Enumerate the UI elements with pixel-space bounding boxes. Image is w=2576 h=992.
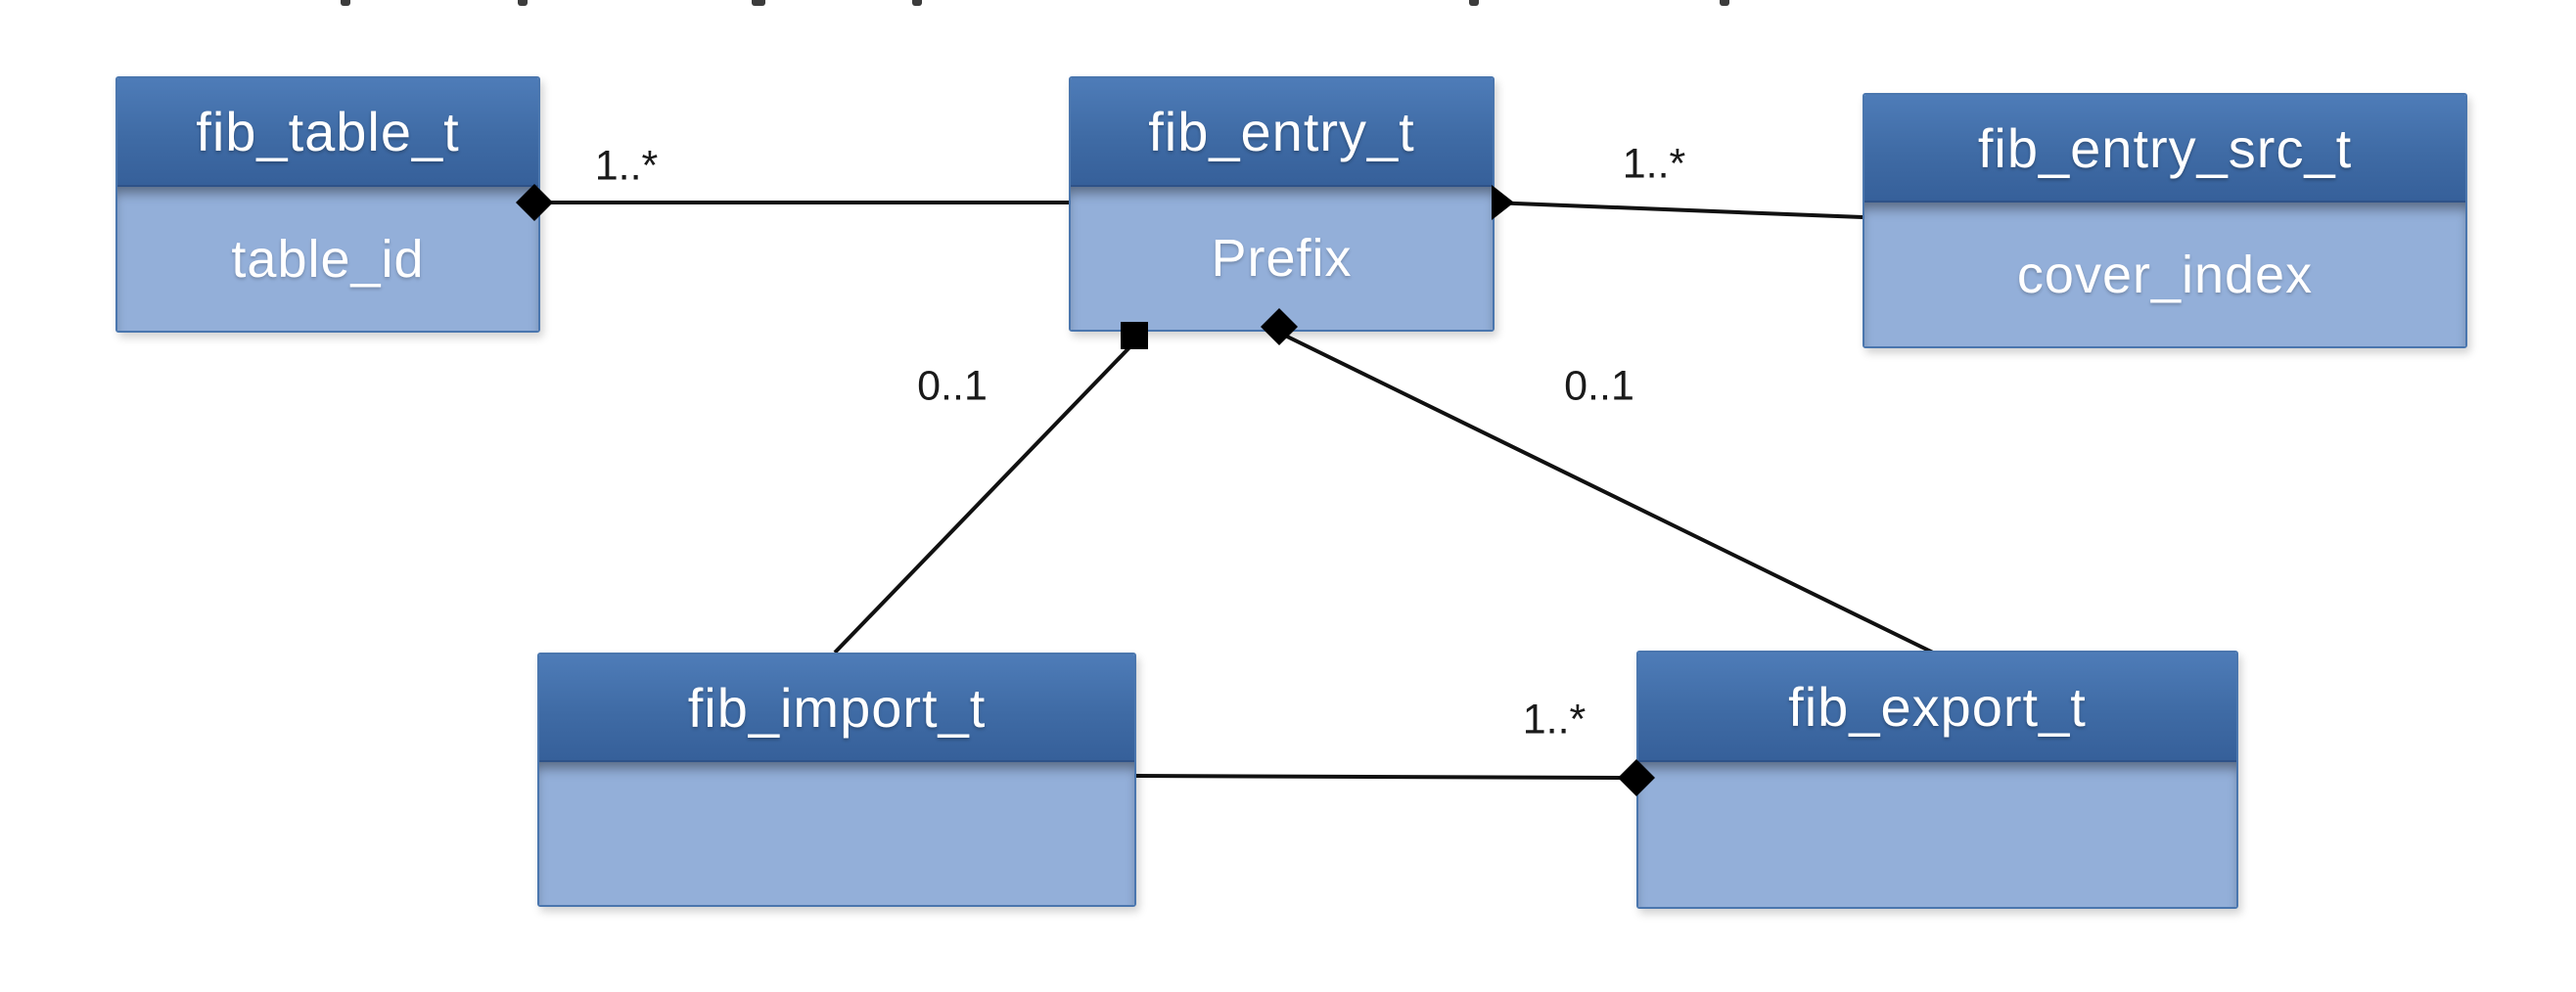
entity-attribute: cover_index [1864, 203, 2465, 346]
entity-fib-export-t: fib_export_t [1636, 651, 2238, 909]
cropped-text-fragment [1720, 0, 1729, 6]
composition-square-icon [1121, 322, 1148, 349]
entity-title: fib_export_t [1638, 653, 2236, 762]
multiplicity-label: 1..* [594, 142, 659, 190]
line-fib-entry-to-fib-import [833, 340, 1136, 654]
entity-fib-entry-src-t: fib_entry_src_t cover_index [1863, 93, 2467, 348]
composition-diamond-icon [1492, 185, 1514, 220]
composition-diamond-icon [1618, 759, 1655, 796]
entity-fib-import-t: fib_import_t [537, 653, 1136, 907]
multiplicity-label: 0..1 [917, 362, 988, 410]
cropped-text-fragment [341, 0, 350, 6]
entity-attribute [539, 762, 1134, 905]
cropped-text-fragment [1469, 0, 1479, 6]
entity-fib-table-t: fib_table_t table_id [115, 76, 540, 333]
entity-attribute: Prefix [1071, 187, 1493, 330]
line-fib-entry-to-fib-entry-src [1490, 201, 1863, 219]
entity-attribute: table_id [117, 187, 538, 331]
line-fib-entry-to-fib-export [1278, 331, 1934, 654]
cropped-text-fragment [912, 0, 922, 6]
multiplicity-label: 0..1 [1564, 362, 1634, 410]
entity-title: fib_entry_src_t [1864, 95, 2465, 203]
multiplicity-label: 1..* [1622, 140, 1686, 188]
cropped-text-fragment [752, 0, 765, 6]
composition-diamond-icon [1261, 308, 1298, 345]
composition-diamond-icon [516, 184, 553, 221]
entity-attribute [1638, 762, 2236, 907]
entity-title: fib_table_t [117, 78, 538, 187]
line-fib-import-to-fib-export [1131, 774, 1626, 780]
entity-title: fib_entry_t [1071, 78, 1493, 187]
entity-fib-entry-t: fib_entry_t Prefix [1069, 76, 1495, 332]
entity-title: fib_import_t [539, 654, 1134, 762]
multiplicity-label: 1..* [1522, 696, 1587, 744]
cropped-text-fragment [518, 0, 528, 6]
